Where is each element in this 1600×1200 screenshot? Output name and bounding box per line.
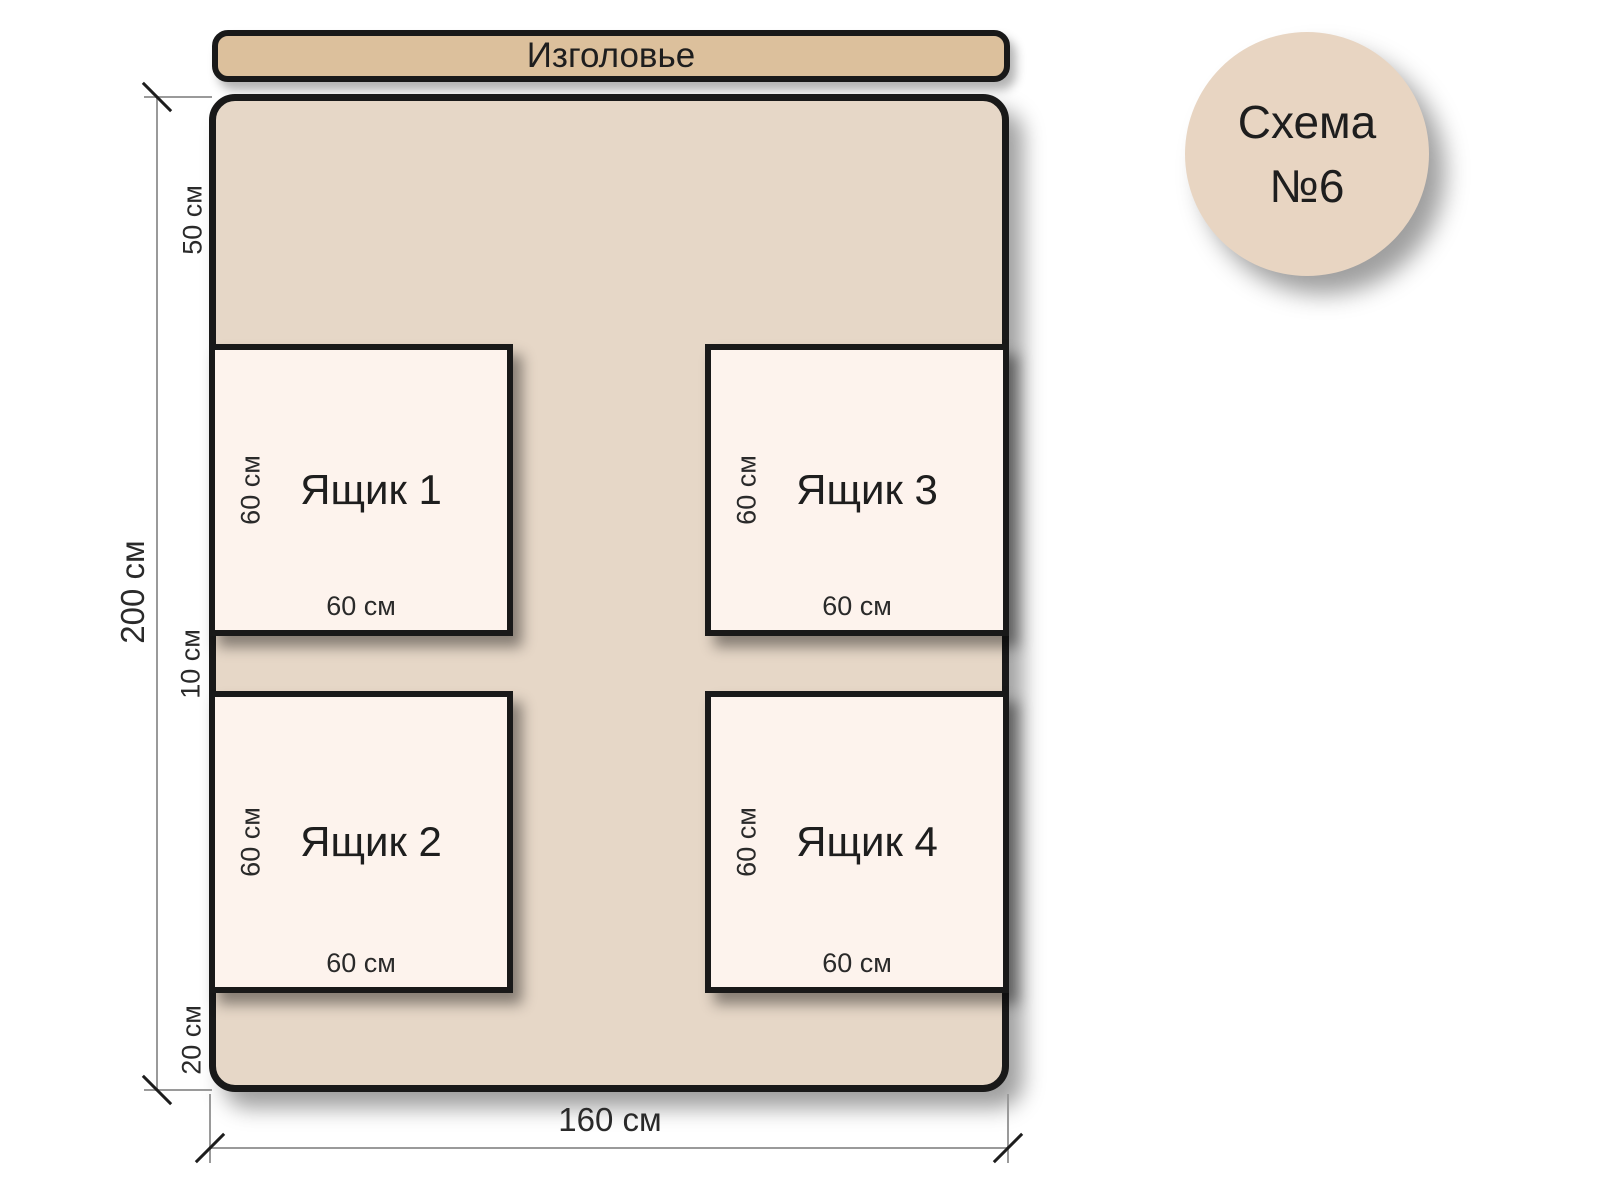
scheme-badge-line1: Схема bbox=[1237, 95, 1377, 148]
drawer-3: 60 см Ящик 3 60 см bbox=[705, 344, 1009, 636]
drawer-4: 60 см Ящик 4 60 см bbox=[705, 691, 1009, 993]
drawer-3-width-label: 60 см bbox=[822, 591, 892, 621]
headboard: Изголовье bbox=[212, 30, 1010, 82]
scheme-badge-line2: №6 bbox=[1269, 160, 1345, 212]
right-extension-line bbox=[1007, 1094, 1009, 1163]
middle-gap-label: 10 см bbox=[175, 629, 206, 699]
drawer-1-label: Ящик 1 bbox=[300, 466, 442, 513]
drawer-3-label: Ящик 3 bbox=[796, 466, 938, 513]
total-height-label: 200 см bbox=[114, 540, 151, 644]
top-offset-label: 50 см bbox=[177, 185, 208, 255]
total-width-label: 160 см bbox=[558, 1101, 662, 1138]
horizontal-dimension-line bbox=[210, 1147, 1008, 1149]
bottom-offset-label: 20 см bbox=[176, 1005, 207, 1075]
drawer-1-width-label: 60 см bbox=[326, 591, 396, 621]
drawer-2-width-label: 60 см bbox=[326, 948, 396, 978]
drawer-1: 60 см Ящик 1 60 см bbox=[209, 344, 513, 636]
drawer-2: 60 см Ящик 2 60 см bbox=[209, 691, 513, 993]
vertical-dimension-line bbox=[156, 97, 158, 1091]
drawer-1-height-label: 60 см bbox=[235, 455, 266, 525]
drawer-4-height-label: 60 см bbox=[731, 807, 762, 877]
drawer-4-label: Ящик 4 bbox=[796, 818, 938, 865]
left-extension-line bbox=[209, 1094, 211, 1163]
drawer-4-width-label: 60 см bbox=[822, 948, 892, 978]
drawer-2-label: Ящик 2 bbox=[300, 818, 442, 865]
bottom-extension-line bbox=[144, 1089, 212, 1091]
top-extension-line bbox=[144, 96, 212, 98]
drawer-2-height-label: 60 см bbox=[235, 807, 266, 877]
headboard-label: Изголовье bbox=[526, 36, 696, 75]
drawer-3-height-label: 60 см bbox=[731, 455, 762, 525]
scheme-badge: Схема №6 bbox=[1185, 32, 1429, 276]
